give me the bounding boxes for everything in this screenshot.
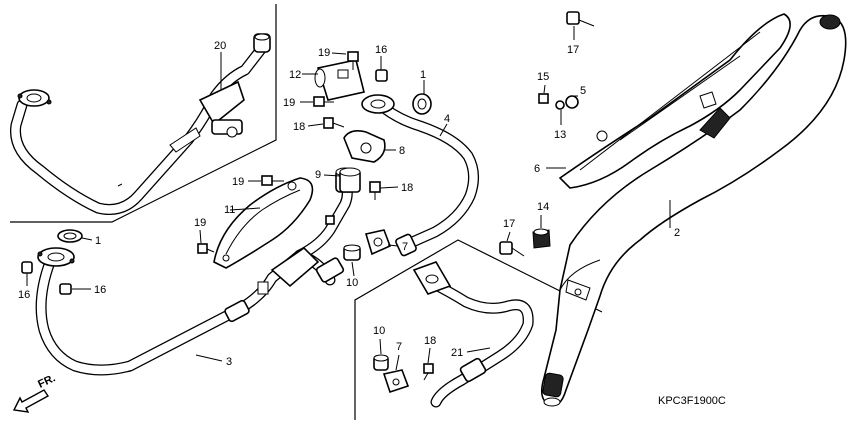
bolt-19-left xyxy=(197,243,215,254)
callout-9: 9 xyxy=(315,169,321,181)
callout-19-mid: 19 xyxy=(283,97,295,109)
callout-8: 8 xyxy=(399,145,405,157)
callout-1-top: 1 xyxy=(420,69,426,81)
callout-18-mid: 18 xyxy=(401,182,413,194)
callout-4: 4 xyxy=(444,113,450,125)
muffler-2 xyxy=(540,14,847,407)
callout-labels: 20 19 16 12 1 19 18 4 8 9 19 18 11 19 7 … xyxy=(18,40,680,368)
clamp-8 xyxy=(343,130,386,163)
collar-5 xyxy=(565,95,579,109)
bolt-18-top xyxy=(323,117,345,129)
callout-15: 15 xyxy=(537,71,549,83)
callout-19-top: 19 xyxy=(318,47,330,59)
washer-13 xyxy=(555,100,565,110)
gasket-1-top xyxy=(412,93,432,115)
nut-16-left-a xyxy=(21,261,33,282)
bolt-19-top xyxy=(347,51,359,70)
rubber-14 xyxy=(532,228,551,249)
inset-frame-top-left xyxy=(10,4,277,223)
bolt-19-mid xyxy=(313,96,334,107)
callout-10-inset: 10 xyxy=(373,325,385,337)
joint-12 xyxy=(314,59,365,101)
callout-6: 6 xyxy=(534,163,540,175)
heat-shield-11 xyxy=(213,177,314,269)
callout-21: 21 xyxy=(451,347,463,359)
callout-16-left-a: 16 xyxy=(18,289,30,301)
clamp-7-inset xyxy=(382,369,410,394)
callout-2: 2 xyxy=(674,227,680,239)
callout-19-left: 19 xyxy=(194,217,206,229)
collar-10-inset xyxy=(373,354,389,371)
front-label: FR. xyxy=(36,372,57,390)
callout-12: 12 xyxy=(289,69,301,81)
bolt-18-mid xyxy=(369,181,381,200)
protector-6 xyxy=(558,13,791,189)
callout-17-bottom: 17 xyxy=(503,218,515,230)
diagram-code: KPC3F1900C xyxy=(658,395,726,407)
bolt-17-bottom xyxy=(499,241,525,257)
callout-16-left-b: 16 xyxy=(94,284,106,296)
callout-7-inset: 7 xyxy=(396,341,402,353)
exhaust-pipe-4 xyxy=(361,94,479,257)
collar-10-main xyxy=(343,244,361,261)
callout-19-shield: 19 xyxy=(232,176,244,188)
callout-5: 5 xyxy=(580,85,586,97)
callout-18-top: 18 xyxy=(293,121,305,133)
callout-17-top: 17 xyxy=(567,44,579,56)
exhaust-pipe-20 xyxy=(10,33,271,215)
inset-frame-bottom xyxy=(354,239,603,420)
bolt-19-shield xyxy=(261,175,284,186)
leader-lines xyxy=(26,26,671,371)
callout-11: 11 xyxy=(224,204,235,216)
callout-13: 13 xyxy=(554,129,566,141)
callout-14: 14 xyxy=(537,201,549,213)
callout-10-main: 10 xyxy=(346,277,358,289)
bolt-18-inset xyxy=(423,363,434,381)
bolt-18-shield xyxy=(325,215,335,225)
gasket-1-left xyxy=(57,229,83,243)
callout-7-main: 7 xyxy=(402,241,408,253)
nut-16-left-b xyxy=(59,283,72,295)
callout-16-top: 16 xyxy=(375,44,387,56)
washer-15 xyxy=(538,93,549,104)
callout-20: 20 xyxy=(214,40,226,52)
callout-3: 3 xyxy=(226,356,232,368)
collar-9 xyxy=(339,167,361,193)
clamp-7-main xyxy=(364,229,392,256)
front-arrow: FR. xyxy=(12,372,57,413)
callout-18-inset: 18 xyxy=(424,335,436,347)
nut-16-top xyxy=(375,69,388,82)
exhaust-pipe-21 xyxy=(412,261,534,408)
bolt-17-top xyxy=(566,11,595,27)
callout-1-left: 1 xyxy=(95,235,101,247)
